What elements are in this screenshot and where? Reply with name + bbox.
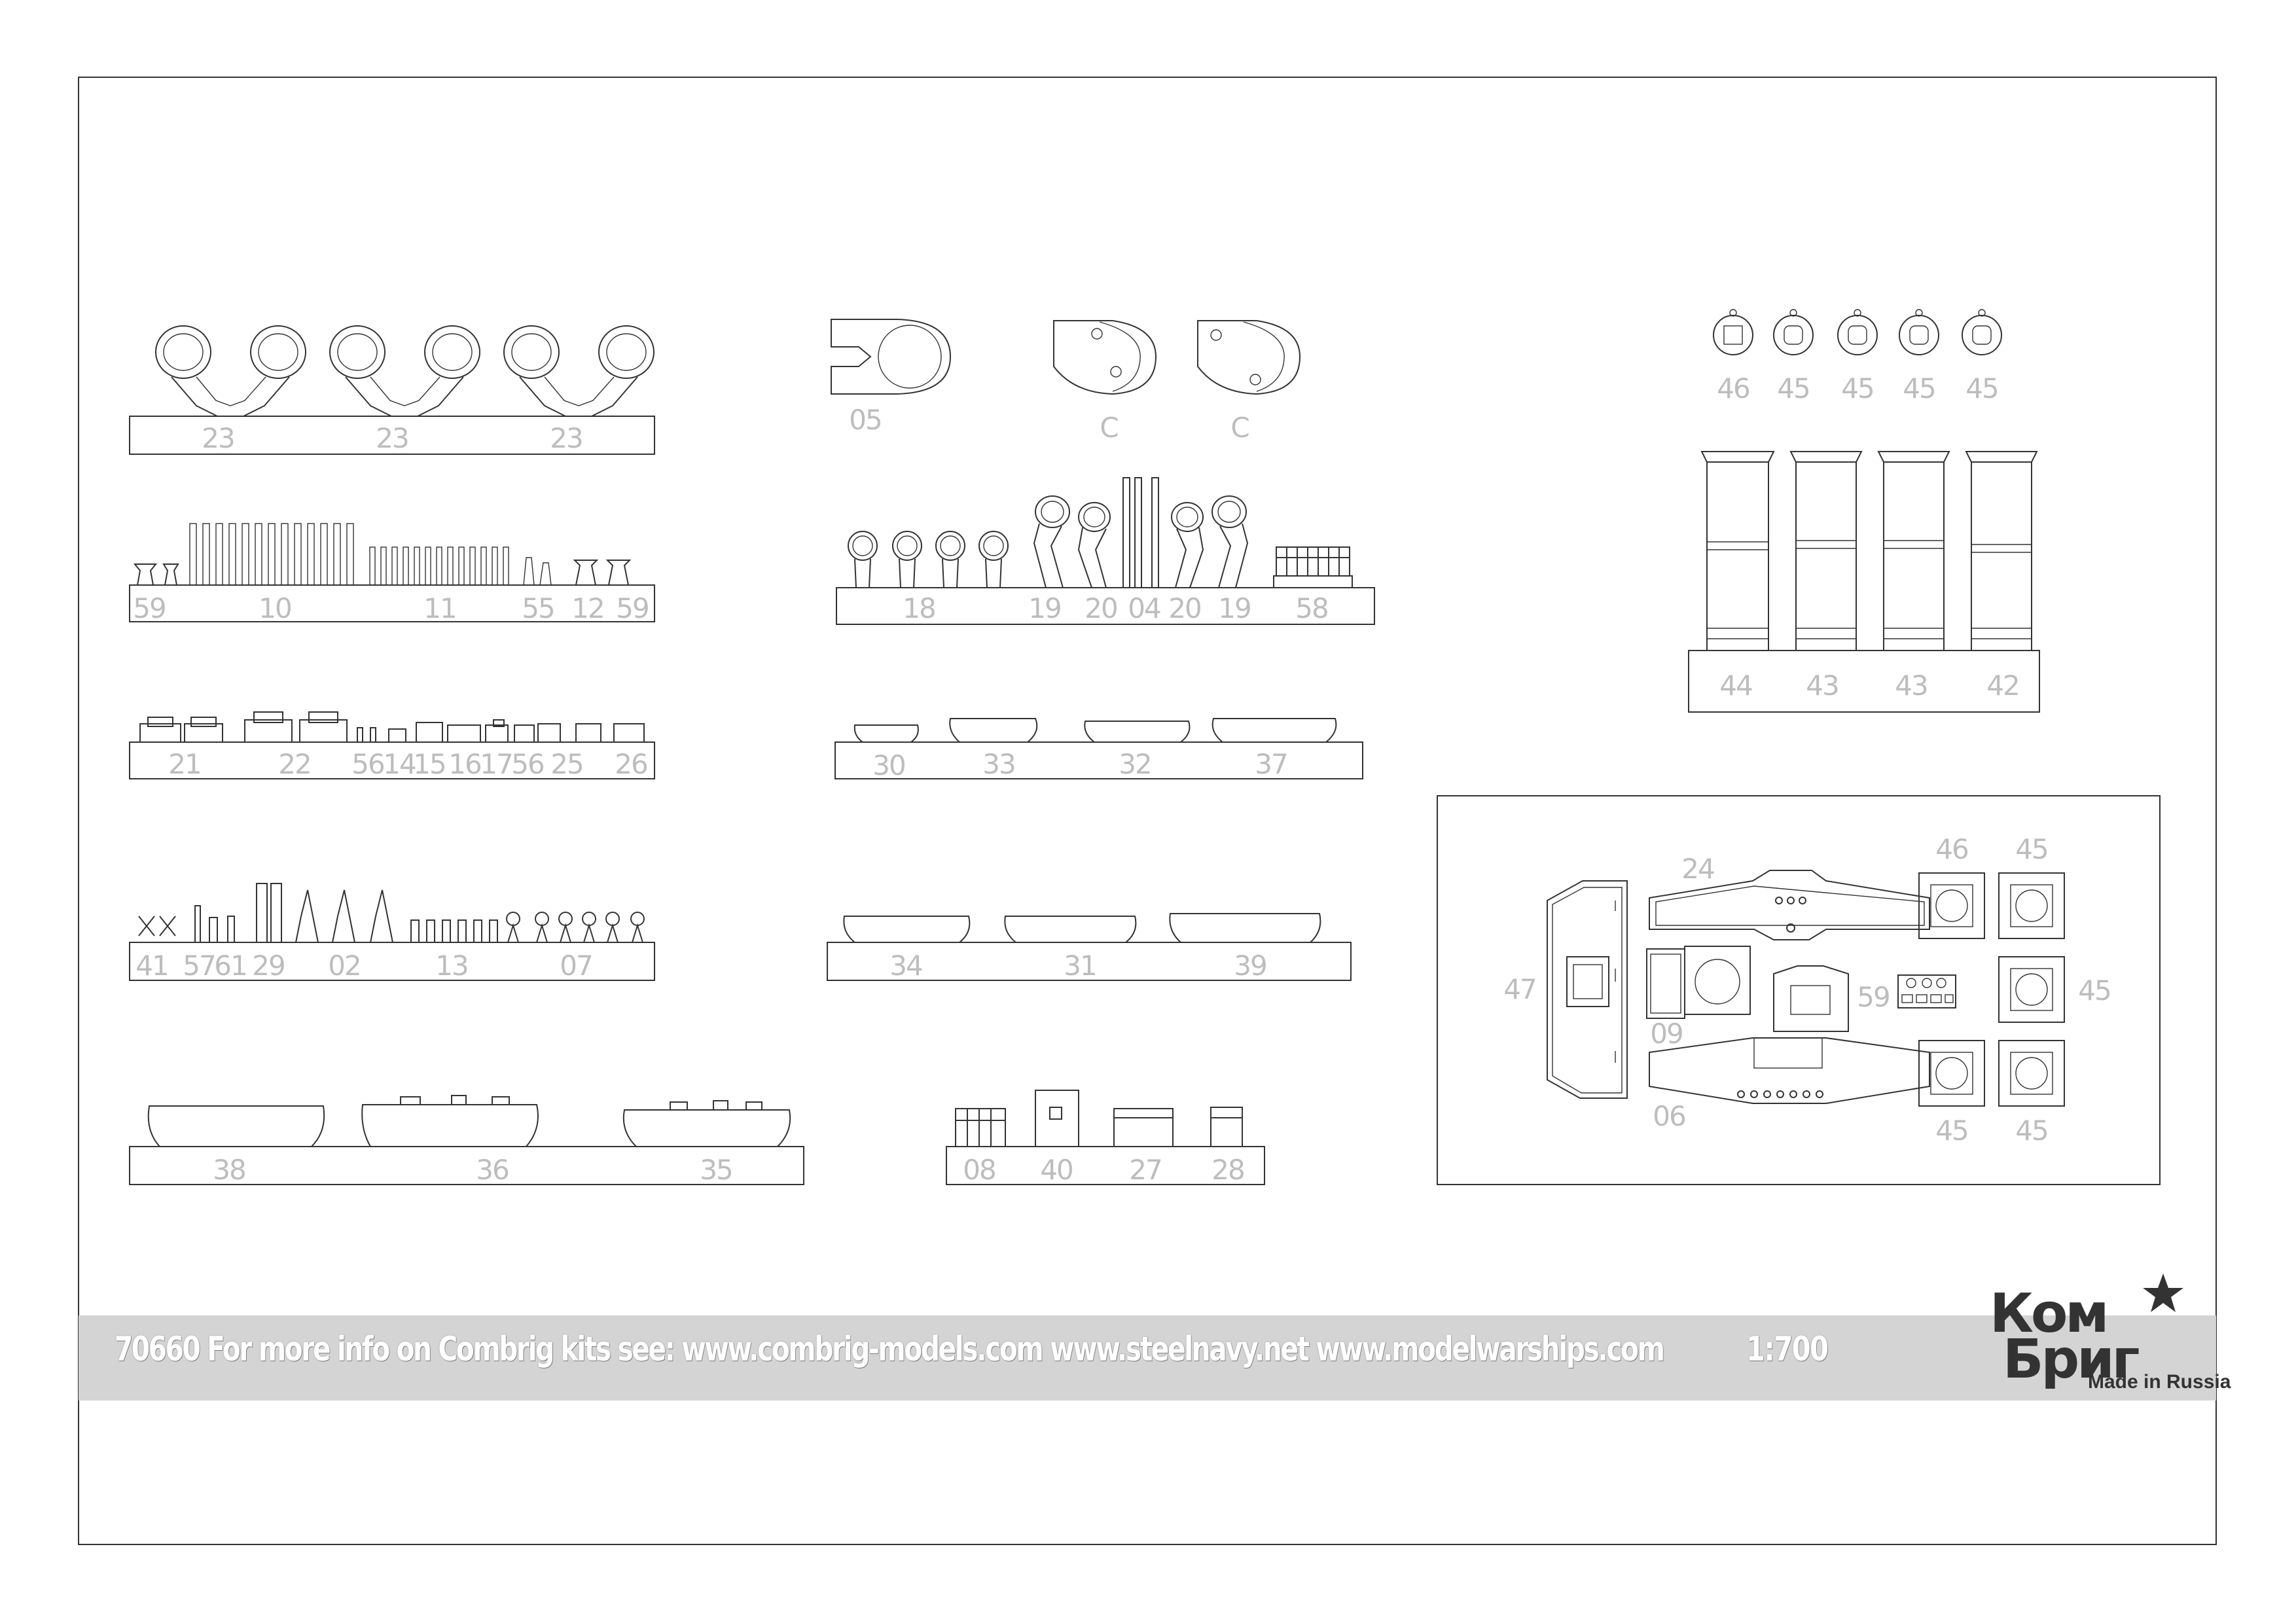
rings-row: 46 45 45 45 45 [1713,309,2002,404]
part-label: 22 [278,748,310,780]
part-label: 58 [1295,592,1327,624]
part-label: 26 [615,748,647,780]
part-label: 38 [213,1154,245,1186]
part-label: 61 [214,950,246,982]
sprue-row4-left: 41 57 61 29 02 13 07 [129,883,655,982]
part-label: 24 [1681,853,1714,885]
star-icon [2143,1274,2183,1312]
part-label: 47 [1503,973,1535,1005]
part-label: 45 [1965,372,1998,404]
part-label: 27 [1129,1154,1161,1186]
part-label: 08 [963,1154,995,1186]
part-label: 59 [133,592,165,624]
part-label: 43 [1895,669,1927,702]
part-label: 13 [435,950,467,982]
part-label: 45 [2015,1115,2047,1147]
part-label: 23 [376,422,408,454]
sprue-row3-mid: 30 33 32 37 [834,718,1363,781]
combrig-logo: Ком Бриг Made in Russia [1990,1274,2231,1400]
part-label: 12 [571,592,603,624]
sprue-row3-left: 21 22 56 14 15 16 17 56 25 26 [129,711,655,780]
part-label: 56 [511,748,544,780]
row1-mid-parts: 05 C C [831,319,1301,444]
part-label: 56 [351,748,384,780]
twin-vent [155,325,306,417]
sprue-row1-left: 23 23 23 [129,325,655,455]
part-label: 42 [1986,669,2018,702]
part-label: 57 [183,950,215,982]
part-label: 35 [700,1154,732,1186]
sprue-row2-left: 59 10 11 55 12 59 [129,523,655,624]
part-label: 41 [135,950,168,982]
part-label: 06 [1653,1100,1685,1132]
part-label: 44 [1719,669,1752,702]
part-label: 55 [522,592,554,624]
part-label: C [1230,412,1249,444]
part-label: 31 [1064,950,1096,982]
part-label: 20 [1168,592,1200,624]
photo-etch-panel: 24 46 45 47 59 45 09 06 45 45 [1437,795,2161,1185]
logo-made-in: Made in Russia [2088,1371,2231,1393]
part-label: 39 [1234,950,1266,982]
part-label: 23 [202,422,234,454]
part-label: 20 [1085,592,1117,624]
part-label: 46 [1935,833,1968,865]
part-label: 30 [872,749,905,781]
scale-text: 1:700 [1746,1330,1829,1369]
part-label: 34 [889,950,922,982]
part-label: 21 [168,748,200,780]
part-label: 07 [560,950,592,982]
sprue-row2-mid: 18 19 20 04 20 19 58 [836,477,1375,625]
part-label: 05 [849,404,881,436]
part-label: 11 [423,592,456,624]
part-label: 16 [448,748,481,780]
part-label: 18 [903,592,935,624]
logo-line2: Бриг [2003,1329,2140,1391]
part-label: 09 [1650,1018,1682,1050]
part-label: 23 [550,422,582,454]
part-label: 32 [1119,748,1151,780]
part-label: 37 [1255,748,1287,780]
part-label: 43 [1806,669,1838,702]
part-label: 28 [1211,1154,1244,1186]
part-label: 45 [2078,974,2110,1007]
part-label: 29 [252,950,284,982]
part-label: 36 [476,1154,509,1186]
part-label: 17 [480,748,512,780]
part-label: 45 [1903,372,1935,404]
part-label: 14 [383,748,416,780]
part-label: 59 [616,592,648,624]
part-label: 15 [413,748,445,780]
footer-band [79,1315,2216,1400]
part-label: 59 [1857,981,1889,1013]
sprue-row4-mid: 34 31 39 [827,913,1352,982]
part-label: 19 [1218,592,1250,624]
funnels: 44 43 43 42 [1688,451,2040,713]
part-label: 25 [550,748,583,780]
part-label: 46 [1717,372,1749,404]
part-label: 19 [1028,592,1060,624]
part-label: 45 [1777,372,1809,404]
part-label: 04 [1128,592,1160,624]
part-label: 40 [1040,1154,1072,1186]
footer-text: 70660 For more info on Combrig kits see:… [115,1330,1665,1369]
part-label: 10 [259,592,291,624]
logo-line1: Ком [1990,1283,2109,1345]
sheet-frame [78,77,2217,1545]
part-label: C [1100,412,1118,444]
sprue-row5-left: 38 36 35 [129,1095,804,1186]
part-label: 45 [1841,372,1873,404]
sprue-row5-mid: 08 40 27 28 [946,1090,1265,1186]
part-label: 02 [328,950,360,982]
part-label: 33 [982,748,1014,780]
part-label: 45 [2015,833,2047,865]
part-label: 45 [1935,1115,1967,1147]
